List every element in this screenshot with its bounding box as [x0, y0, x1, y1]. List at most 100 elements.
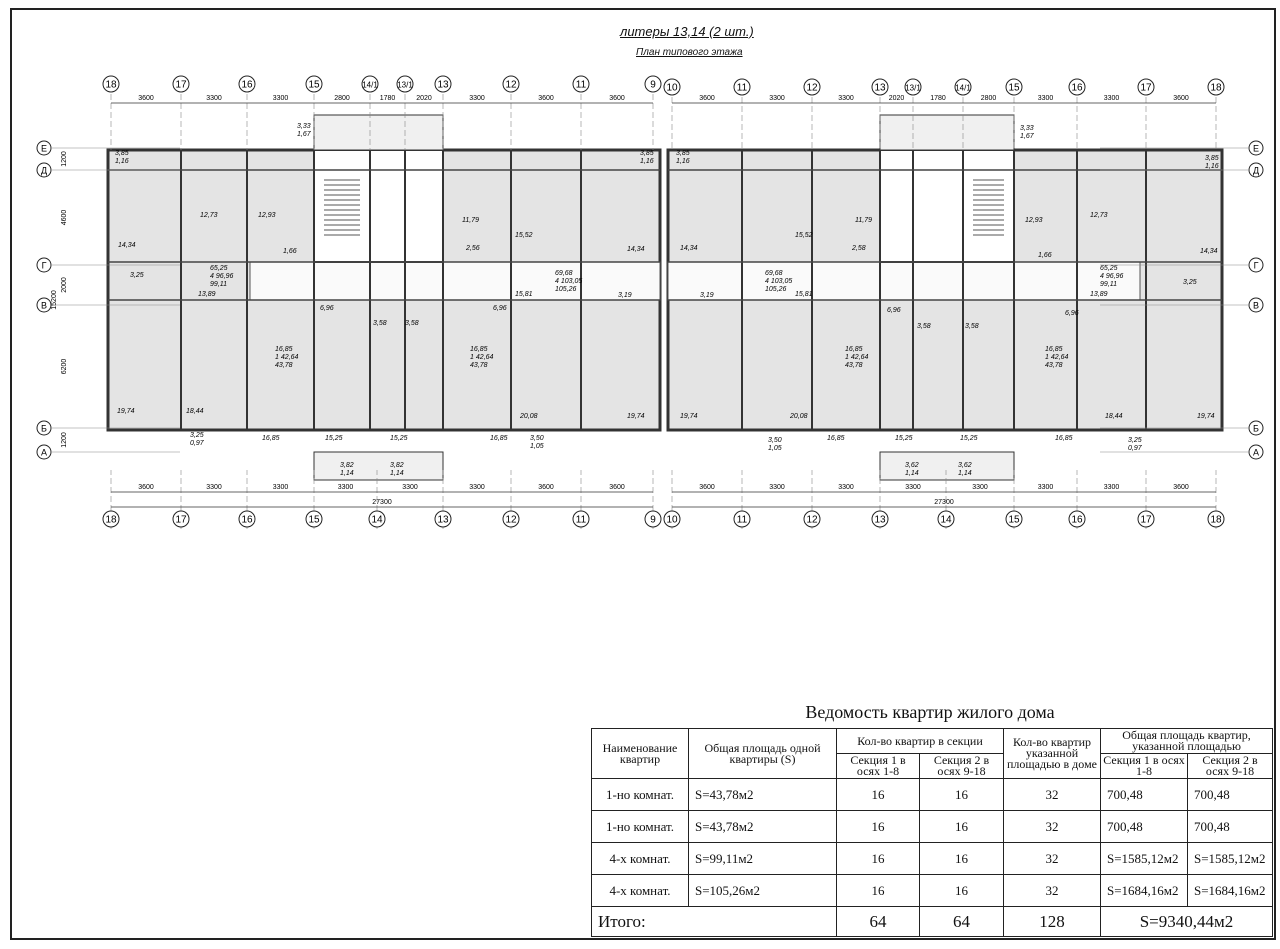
room-area-label: 69,68 [555, 270, 573, 277]
axis-label: 18 [1210, 83, 1222, 94]
room-area-label: 16,85 [490, 435, 508, 442]
room-area-label: 11,79 [855, 217, 872, 224]
axis-bubble [36, 140, 52, 156]
axis-label: 18 [1210, 515, 1222, 526]
dimension-label: 3300 [273, 484, 289, 491]
room-area-label: 3,19 [618, 292, 632, 299]
table-title: Ведомость квартир жилого дома [805, 702, 1055, 722]
room-area-label: 16,85 [1055, 435, 1073, 442]
table-cell: S=1585,12м2 [1187, 842, 1273, 875]
room-area-label: 1,16 [676, 158, 690, 165]
axis-label: 16 [241, 515, 253, 526]
axis-label: 13 [874, 83, 886, 94]
dimension-label: 3600 [138, 484, 154, 491]
dimension-label: 1780 [930, 95, 946, 102]
room-area-label: 105,26 [765, 286, 787, 293]
axis-label: 9 [650, 515, 656, 526]
room-area-label: 4 96,96 [210, 273, 233, 280]
row-dimension-label: 6200 [61, 359, 68, 375]
room-area-label: 11,79 [462, 217, 479, 224]
table-cell: 700,48 [1187, 778, 1273, 811]
axis-bubble [396, 75, 414, 93]
axis-label: 14 [371, 515, 383, 526]
room-area-label: 15,25 [325, 435, 343, 442]
axis-bubble [102, 510, 120, 528]
row-axis-label: Е [41, 144, 47, 154]
axis-bubble [1005, 78, 1023, 96]
axis-bubble [238, 75, 256, 93]
dimension-label: 3300 [1104, 484, 1120, 491]
room-area-label: 14,34 [627, 246, 645, 253]
room-area-label: 3,19 [700, 292, 714, 299]
dimension-label: 3600 [699, 484, 715, 491]
room-area-label: 14,34 [118, 242, 136, 249]
room-area-label: 69,68 [765, 270, 783, 277]
table-cell: S=99,11м2 [688, 842, 837, 875]
table-cell: S=1585,12м2 [1100, 842, 1188, 875]
axis-bubble [1137, 510, 1155, 528]
room-area-label: 3,58 [405, 320, 419, 327]
axis-label: 11 [576, 80, 587, 91]
header-count-house: Кол-во квартир указанной площадью в доме [1003, 728, 1101, 779]
elevator-shaft [369, 149, 444, 263]
total-sec1: 64 [836, 906, 920, 937]
room-area-label: 3,62 [958, 462, 972, 469]
room-area-label: 99,11 [210, 281, 227, 288]
corridor [249, 261, 661, 301]
room-area-label: 1,14 [958, 470, 972, 477]
room-area-label: 3,85 [640, 150, 654, 157]
header-sec1-area: Секция 1 в осях 1-8 [1100, 753, 1188, 779]
row-axis-label: В [1253, 301, 1259, 311]
row-axis-label: А [41, 448, 47, 458]
axis-label: 16 [1071, 515, 1083, 526]
dimension-label: 2800 [334, 95, 350, 102]
dimension-label: 3600 [538, 95, 554, 102]
room-area-label: 1,66 [283, 248, 297, 255]
room-area-label: 14,34 [680, 245, 698, 252]
dimension-label: 3300 [1038, 484, 1054, 491]
room-area-label: 15,25 [960, 435, 978, 442]
room-area-label: 16,85 [1045, 346, 1063, 353]
room-area-label: 3,82 [340, 462, 354, 469]
table-cell: 16 [836, 778, 920, 811]
table-cell: S=43,78м2 [688, 810, 837, 843]
axis-bubble [305, 510, 323, 528]
axis-label: 15 [308, 515, 320, 526]
axis-label: 15 [1008, 83, 1020, 94]
room-area-label: 65,25 [1100, 265, 1118, 272]
table-cell: 32 [1003, 842, 1101, 875]
stair-core [962, 149, 1015, 263]
elevator-shaft [879, 149, 964, 263]
axis-bubble [36, 297, 52, 313]
room-area-label: 3,50 [530, 435, 544, 442]
table-cell: 16 [919, 842, 1004, 875]
room-area-label: 0,97 [1128, 445, 1143, 452]
total-row: Итого: 64 64 128 S=9340,44м2 [591, 906, 1273, 937]
room-area-label: 105,26 [555, 286, 577, 293]
header-sec1: Секция 1 в осях 1-8 [836, 753, 920, 779]
room-area-label: 12,93 [258, 212, 276, 219]
dimension-label: 3300 [338, 484, 354, 491]
dimension-label: 3600 [699, 95, 715, 102]
dimension-label: 3600 [1173, 95, 1189, 102]
loggia [879, 451, 1015, 481]
axis-bubble [871, 510, 889, 528]
table-cell: 4-х комнат. [591, 874, 689, 907]
axis-bubble [644, 510, 662, 528]
row-axis-label: Г [42, 261, 47, 271]
room-area-label: 14,34 [1200, 248, 1218, 255]
row-dimension-label: 4600 [61, 210, 68, 226]
table-cell: 16 [836, 810, 920, 843]
dimension-label: 2020 [416, 95, 432, 102]
total-dimension-label: 27300 [934, 499, 954, 506]
axis-bubble [434, 75, 452, 93]
room-area-label: 19,74 [680, 413, 698, 420]
axis-label: 12 [505, 80, 517, 91]
axis-bubble [172, 510, 190, 528]
axis-label: 12 [505, 515, 517, 526]
room-area-label: 3,85 [1205, 155, 1219, 162]
axis-label: 16 [241, 80, 253, 91]
room-area-label: 1,16 [1205, 163, 1219, 170]
room-area-label: 1 42,64 [845, 354, 868, 361]
